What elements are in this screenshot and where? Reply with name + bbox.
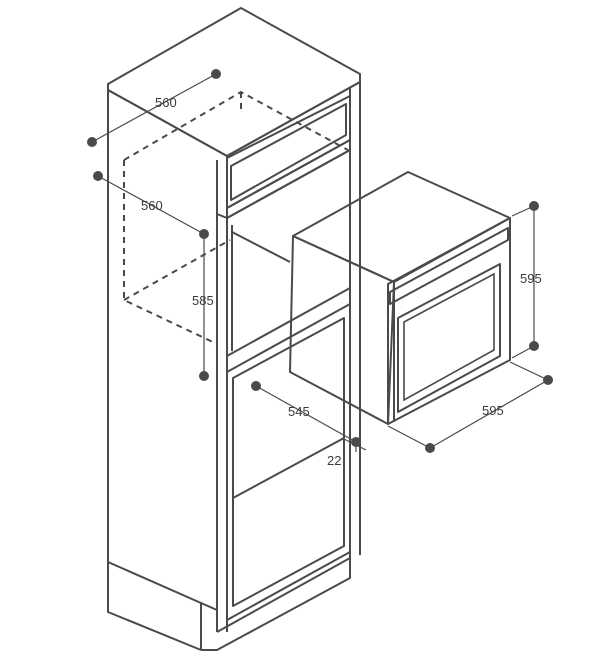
label-oven-height: 595 xyxy=(520,271,542,286)
dimension-marker xyxy=(543,375,553,385)
dimension-marker xyxy=(529,201,539,211)
niche-cavity-outline xyxy=(123,90,349,345)
label-oven-width: 595 xyxy=(482,403,504,418)
oven-side xyxy=(289,235,395,425)
dimension-marker xyxy=(211,69,221,79)
dimension-marker xyxy=(529,341,539,351)
label-niche-height: 585 xyxy=(192,293,214,308)
cabinet-left-side xyxy=(107,90,202,651)
dimension-lines xyxy=(87,69,553,453)
oven-top xyxy=(292,171,511,283)
label-niche-width-top: 560 xyxy=(155,95,177,110)
oven-control-panel xyxy=(389,227,509,305)
dimension-marker xyxy=(87,137,97,147)
label-oven-depth: 545 xyxy=(288,404,310,419)
tall-cabinet xyxy=(107,7,361,651)
cabinet-top xyxy=(107,7,361,157)
cabinet-plinth xyxy=(201,557,351,651)
label-front-thickness: 22 xyxy=(327,453,341,468)
label-niche-depth: 560 xyxy=(141,198,163,213)
dimension-marker xyxy=(199,371,209,381)
oven-door-window xyxy=(397,263,501,413)
dimension-marker xyxy=(251,381,261,391)
lower-cupboard xyxy=(226,303,351,621)
dimension-marker xyxy=(93,171,103,181)
dimension-marker xyxy=(425,443,435,453)
oven-front xyxy=(387,217,511,425)
dimension-labels: 560 560 585 545 22 595 595 xyxy=(141,95,542,468)
oven-unit xyxy=(289,171,511,425)
oven-niche xyxy=(226,149,351,357)
